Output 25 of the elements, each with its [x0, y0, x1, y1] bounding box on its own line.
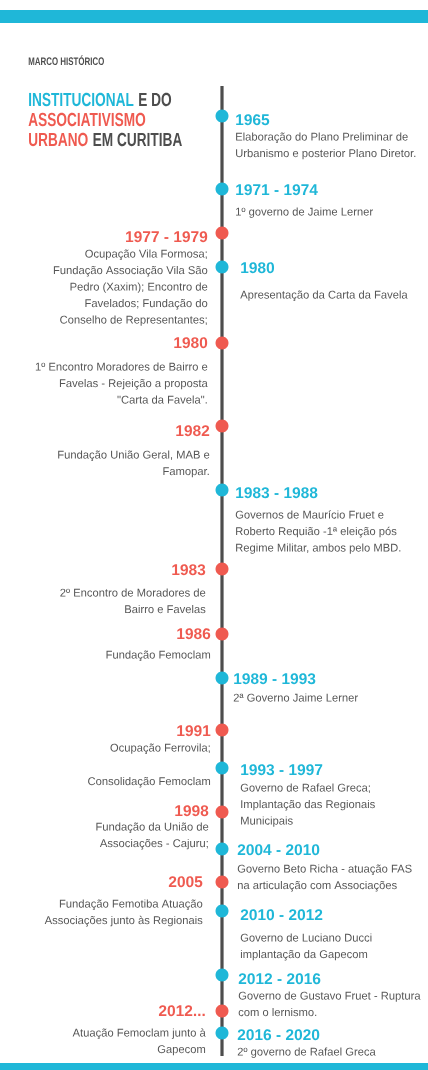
timeline-event: 2005 Fundação Femotiba Atuação Associações junto às Regionais: [44, 876, 203, 927]
heading-text: EM CURITIBA: [93, 132, 182, 147]
heading-text: ASSOCIATIVISMO: [28, 112, 146, 127]
timeline-event: 1989 - 1993 2ª Governo Jaime Lerner: [233, 673, 358, 702]
timeline-event: 1993 - 1997 Governo de Rafael Greca; Implantação das Regionais Municipais: [240, 764, 375, 827]
heading-text: INSTITUCIONAL: [29, 92, 134, 107]
heading-text: URBANO: [29, 132, 88, 147]
heading-text: E DO: [139, 92, 172, 107]
timeline-event: 1982 Fundação União Geral, MAB e Famopar.: [58, 425, 210, 478]
timeline-event: 1980 1º Encontro Moradores de Bairro e Favelas - Rejeição a proposta "Carta da Favela".: [35, 337, 208, 404]
timeline-event: 2010 - 2012 Governo de Luciano Ducci implantação da Gapecom: [240, 909, 372, 961]
timeline-event: 1998 Fundação da União de Associações - Cajuru;: [96, 805, 209, 850]
timeline-event: 2004 - 2010 Governo Beto Richa - atuação FAS na articulação com Associações: [237, 844, 412, 892]
timeline-event: 1991 Ocupação Ferrovila; Consolidação Femoclam: [88, 725, 211, 788]
timeline-event: 2012 - 2016 Governo de Gustavo Fruet - Ruptura com o lernismo.: [238, 973, 421, 1017]
timeline-event: 1980 Apresentação da Carta da Favela: [240, 262, 408, 301]
timeline-event: 2016 - 2020 2º governo de Rafael Greca: [237, 1029, 376, 1058]
timeline-event: 1983 2º Encontro de Moradores de Bairro e Favelas: [60, 564, 206, 614]
timeline-event: 1977 - 1979 Ocupação Vila Formosa; Fundação Associação Vila São Pedro (Xaxim); Encontro de Favelados; Fundação do Conselho de Representantes;: [53, 231, 208, 326]
timeline-event: 2012... Atuação Femoclam junto à Gapecom: [72, 1005, 206, 1056]
timeline-event: 1986 Fundação Femoclam: [106, 628, 211, 661]
timeline-event: 1983 - 1988 Governos de Maurício Fruet e Roberto Requião -1ª eleição pós Regime Militar, ambos pelo MBD.: [235, 487, 401, 554]
timeline-event: 1965 Elaboração do Plano Preliminar de Urbanismo e posterior Plano Diretor.: [236, 114, 416, 160]
title: MARCO HISTÓRICO: [28, 55, 104, 66]
timeline-event: 1971 - 1974 1º governo de Jaime Lerner: [236, 184, 373, 218]
